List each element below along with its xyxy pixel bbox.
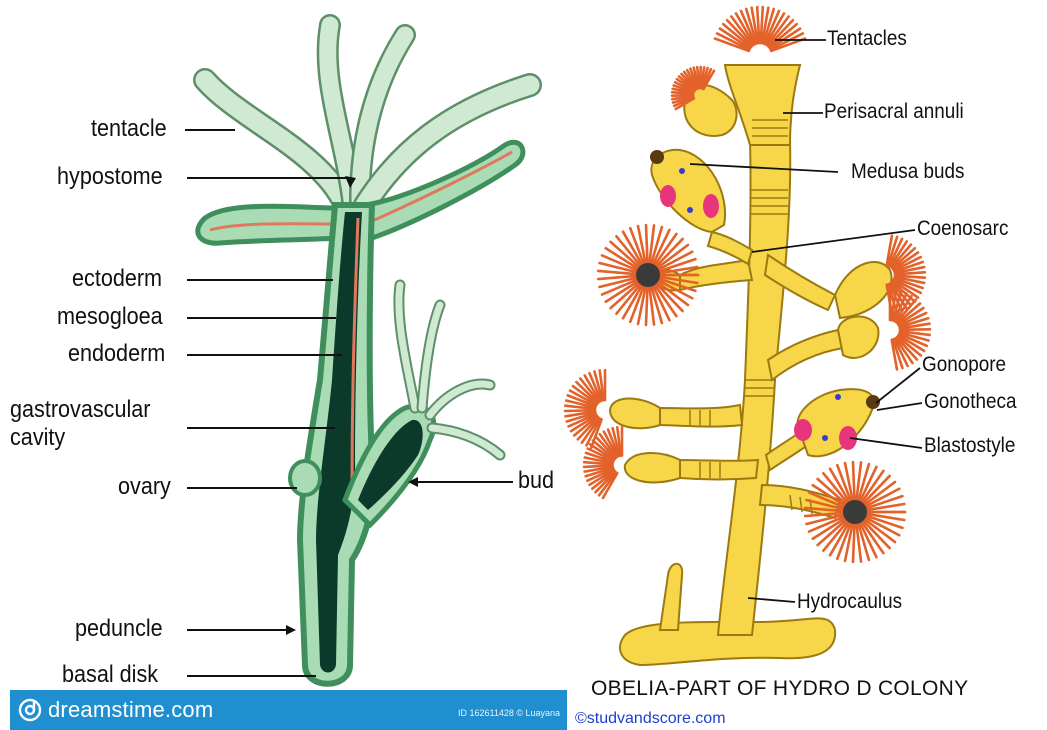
dreamstime-logo-icon [18, 698, 42, 722]
label-gonotheca: Gonotheca [924, 390, 1016, 414]
label-peduncle: peduncle [75, 615, 163, 643]
label-tentacles: Tentacles [827, 27, 907, 51]
label-basal-disk: basal disk [62, 661, 158, 689]
obelia-illustration [610, 65, 892, 665]
label-gastrovascular: gastrovascular [10, 396, 150, 424]
label-tentacle: tentacle [91, 115, 167, 143]
watermark-brand: dreamstime.com [48, 697, 213, 723]
watermark-id: ID 162611428 © Luayana [458, 708, 560, 718]
label-gonopore: Gonopore [922, 353, 1006, 377]
tentacle-rosette [598, 225, 698, 325]
hydra-ovary [290, 461, 320, 495]
label-mesogloea: mesogloea [57, 303, 163, 331]
tentacle-rosette [715, 7, 805, 51]
label-ovary: ovary [118, 473, 171, 501]
obelia-title: OBELIA-PART OF HYDRO D COLONY [591, 677, 968, 701]
label-endoderm: endoderm [68, 340, 165, 368]
label-blastostyle: Blastostyle [924, 434, 1015, 458]
copyright-text: ©studvandscore.com [575, 710, 726, 728]
label-bud: bud [518, 467, 554, 495]
label-perisacral-annuli: Perisacral annuli [824, 100, 964, 124]
hydra-illustration [185, 25, 530, 684]
label-hydrocaulus: Hydrocaulus [797, 590, 902, 614]
label-medusa-buds: Medusa buds [851, 160, 964, 184]
label-cavity: cavity [10, 424, 65, 452]
label-hypostome: hypostome [57, 163, 163, 191]
label-coenosarc: Coenosarc [917, 217, 1008, 241]
label-ectoderm: ectoderm [72, 265, 162, 293]
tentacle-rosette [565, 370, 605, 448]
